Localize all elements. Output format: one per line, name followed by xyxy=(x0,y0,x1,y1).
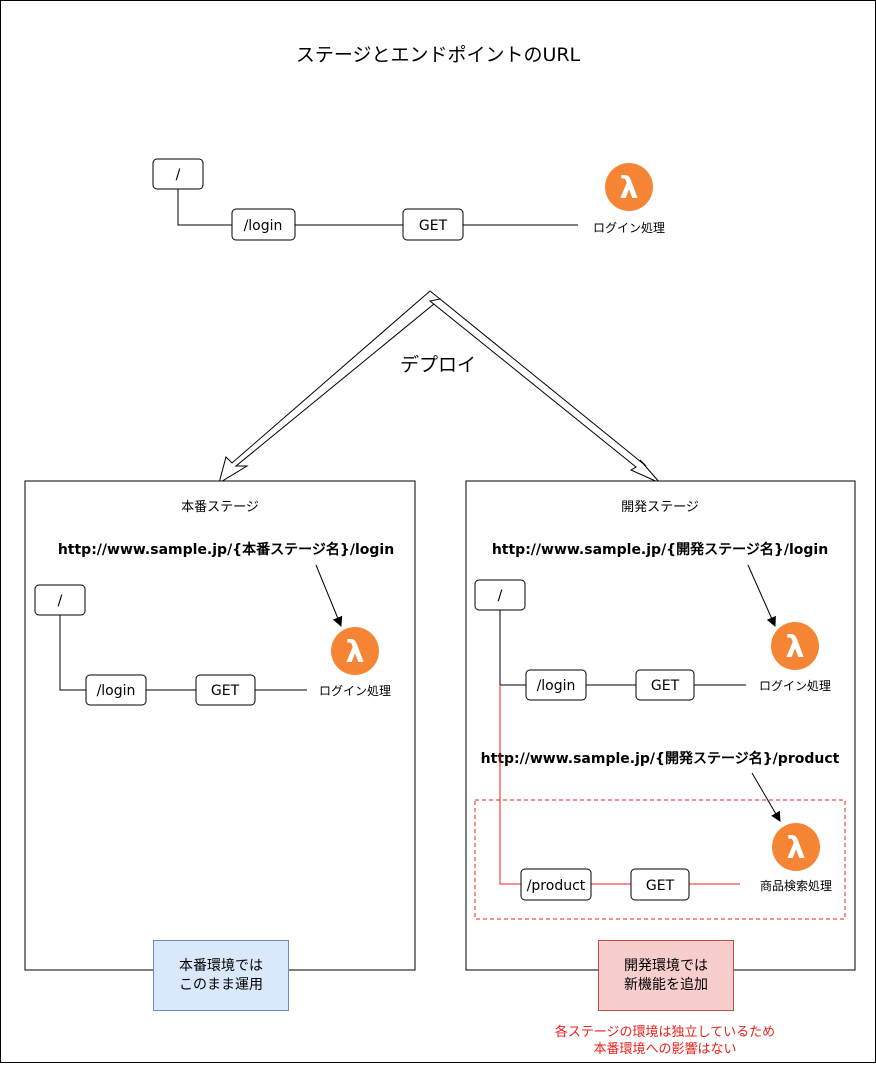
lambda-symbol: λ xyxy=(620,171,639,206)
top-root-node[interactable]: / xyxy=(152,158,204,190)
prod-note-text: 本番環境では このまま運用 xyxy=(179,957,263,993)
lambda-icon[interactable]: λ xyxy=(331,627,379,675)
footer-note: 各ステージの環境は独立しているため 本番環境への影響はない xyxy=(554,1025,776,1057)
lambda-symbol: λ xyxy=(786,630,805,665)
prod-stage-title: 本番ステージ xyxy=(181,500,259,515)
dev-stage: 開発ステージ http://www.sample.jp/{開発ステージ名}/lo… xyxy=(465,480,856,971)
diagram-title: ステージとエンドポイントのURL xyxy=(296,44,581,66)
dev-get-product-label: GET xyxy=(646,878,675,894)
prod-login-node[interactable]: /login xyxy=(85,674,147,706)
top-lambda-label: ログイン処理 xyxy=(593,221,665,235)
top-login-label: /login xyxy=(244,218,283,234)
prod-url: http://www.sample.jp/{本番ステージ名}/login xyxy=(58,541,394,558)
dev-product-node[interactable]: /product xyxy=(520,868,592,901)
top-login-node[interactable]: /login xyxy=(231,208,296,241)
top-get-label: GET xyxy=(419,218,448,234)
dev-login-node[interactable]: /login xyxy=(525,669,587,701)
dev-root-label: / xyxy=(498,588,503,604)
top-root-label: / xyxy=(176,167,181,183)
dev-note: 開発環境では 新機能を追加 xyxy=(598,940,734,1011)
prod-login-label: /login xyxy=(97,683,136,699)
dev-url-product: http://www.sample.jp/{開発ステージ名}/product xyxy=(481,750,840,767)
dev-get-login-node[interactable]: GET xyxy=(635,669,695,701)
dev-lambda-product-label: 商品検索処理 xyxy=(760,878,832,893)
prod-get-node[interactable]: GET xyxy=(195,674,256,706)
dev-get-product-node[interactable]: GET xyxy=(630,868,690,901)
prod-root-node[interactable]: / xyxy=(34,584,86,616)
dev-stage-title: 開発ステージ xyxy=(621,500,699,515)
deploy-arrows xyxy=(218,290,661,485)
top-resource-tree: / /login GET λ ログイン処理 xyxy=(152,158,665,241)
prod-lambda-label: ログイン処理 xyxy=(319,684,391,698)
lambda-symbol: λ xyxy=(346,635,365,670)
dev-product-label: /product xyxy=(527,878,586,894)
prod-root-label: / xyxy=(58,593,63,609)
lambda-icon[interactable]: λ xyxy=(771,622,819,670)
dev-note-text: 開発環境では 新機能を追加 xyxy=(624,957,708,993)
prod-note: 本番環境では このまま運用 xyxy=(153,940,289,1011)
new-feature-area xyxy=(474,799,846,920)
lambda-icon[interactable]: λ xyxy=(772,823,820,871)
dev-login-label: /login xyxy=(537,678,576,694)
deploy-label: デプロイ xyxy=(400,354,476,376)
lambda-symbol: λ xyxy=(787,831,806,866)
dev-root-node[interactable]: / xyxy=(474,579,526,611)
dev-get-login-label: GET xyxy=(651,678,680,694)
prod-get-label: GET xyxy=(211,683,240,699)
dev-url-login: http://www.sample.jp/{開発ステージ名}/login xyxy=(492,541,828,558)
lambda-icon[interactable]: λ xyxy=(605,163,653,211)
prod-stage: 本番ステージ http://www.sample.jp/{本番ステージ名}/lo… xyxy=(24,480,416,971)
top-get-node[interactable]: GET xyxy=(402,208,464,241)
dev-lambda-login-label: ログイン処理 xyxy=(759,679,831,693)
